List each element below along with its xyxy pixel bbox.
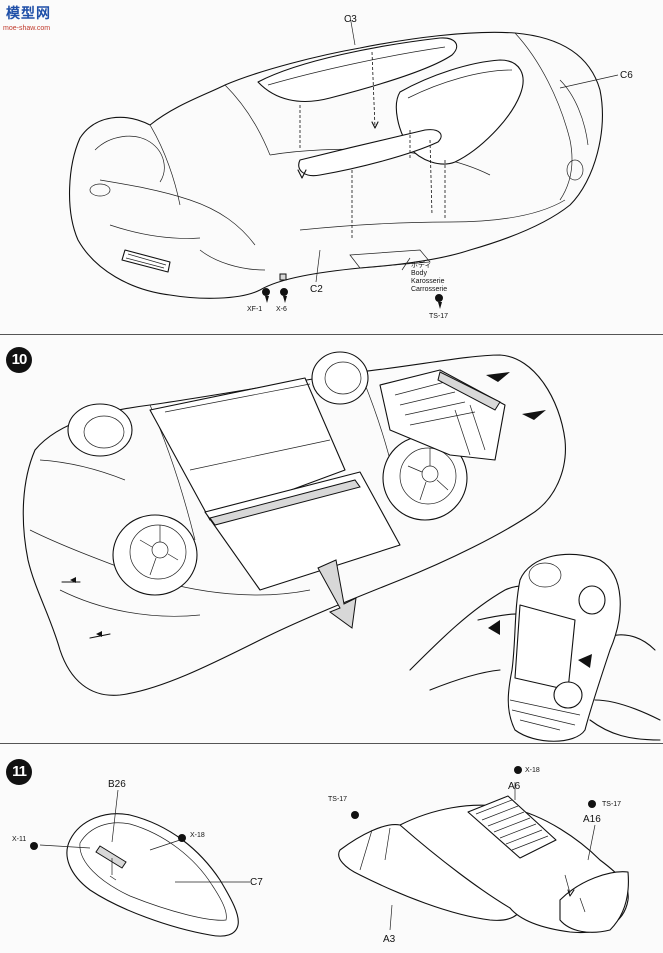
screw-x11-icon	[30, 842, 38, 850]
label-c7: C7	[250, 877, 263, 888]
mirror-b26	[95, 845, 127, 869]
divider-top	[0, 334, 663, 335]
screw-x18-left-icon	[178, 834, 186, 842]
screw-ts17-icon	[435, 294, 443, 309]
divider-bottom	[0, 743, 663, 744]
label-x18-right: X-18	[525, 767, 540, 774]
label-a3: A3	[383, 934, 396, 945]
screw-ts17-right-icon	[588, 800, 596, 808]
screw-xf1-icon	[262, 288, 270, 303]
watermark-url: moe-shaw.com	[3, 25, 51, 32]
car-body-outline	[68, 31, 603, 299]
step-11-badge: 11	[6, 759, 32, 785]
label-c2: C2	[310, 284, 323, 295]
label-a6: A6	[508, 781, 521, 792]
plate-panel	[204, 471, 401, 591]
label-ts17-left: TS-17	[328, 796, 348, 803]
label-c6: C6	[620, 70, 633, 81]
label-xf1: XF-1	[247, 306, 263, 313]
floor-panel	[149, 377, 346, 521]
screw-x6-icon	[280, 288, 288, 303]
label-x11: X-11	[12, 836, 27, 843]
part-a6-grille	[467, 795, 557, 859]
label-x6: X-6	[276, 306, 287, 313]
label-ts17-right: TS-17	[602, 801, 622, 808]
step-10-badge: 10	[6, 347, 32, 373]
body-label-fr: Carrosserie	[411, 286, 448, 293]
part-c2-panel	[298, 129, 442, 177]
screw-x18-right-icon	[514, 766, 522, 774]
body-label-jp: ボディ	[411, 262, 432, 269]
label-a16: A16	[583, 814, 601, 825]
body-label-stack: ボディ Body Karosserie Carrosserie	[411, 262, 447, 294]
label-c3: C3	[344, 14, 357, 25]
label-b26: B26	[108, 779, 126, 790]
part-c7-windshield	[66, 813, 239, 937]
watermark-logo: 模型网 moe-shaw.com	[3, 3, 69, 37]
label-x18-left: X-18	[190, 832, 205, 839]
label-ts17: TS-17	[429, 313, 449, 320]
part-a16-spoiler	[559, 871, 629, 933]
screw-ts17-left-icon	[351, 811, 359, 819]
down-arrow-icon	[317, 559, 357, 629]
body-label-de: Karosserie	[411, 278, 445, 285]
part-c3-panel	[257, 37, 458, 103]
wheel-front-right	[311, 351, 369, 405]
wheel-rear-left	[112, 514, 198, 596]
watermark-brand: 模型网	[6, 5, 51, 21]
body-parts-diagram	[68, 15, 619, 309]
body-label-en: Body	[411, 270, 427, 277]
wheel-rear-right	[67, 403, 133, 457]
